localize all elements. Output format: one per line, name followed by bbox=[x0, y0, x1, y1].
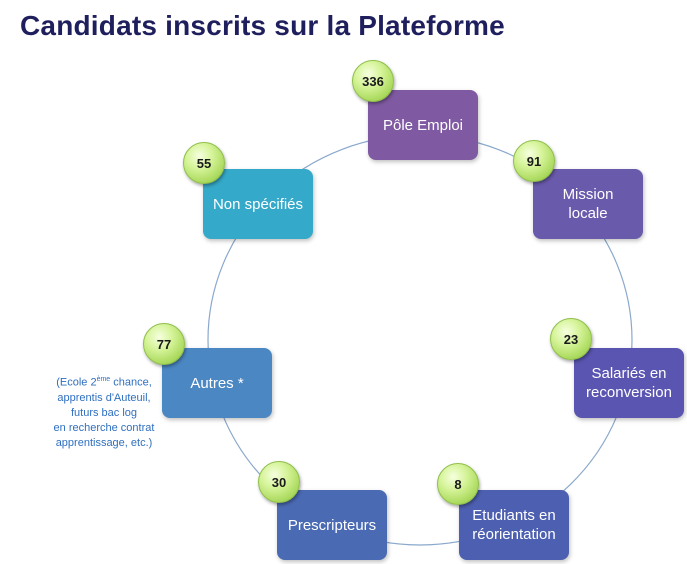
note-line3: futurs bac log bbox=[70, 406, 138, 419]
node-prescripteurs: Prescripteurs bbox=[277, 490, 387, 560]
node-etudiants-reorientation: Etudiants en réorientation bbox=[459, 490, 569, 560]
count-badge-non-specifies: 55 bbox=[183, 142, 225, 184]
note-line2: apprentis d'Auteuil, bbox=[57, 391, 151, 404]
node-label: Mission locale bbox=[562, 186, 614, 222]
autres-footnote: (Ecole 2ème chance, apprentis d'Auteuil,… bbox=[40, 372, 168, 451]
node-label: Non spécifiés bbox=[212, 195, 304, 213]
count-badge-mission-locale: 91 bbox=[513, 140, 555, 182]
node-label: Pôle Emploi bbox=[382, 116, 464, 134]
note-line5: apprentissage, etc.) bbox=[55, 436, 153, 449]
note-line1-post: chance, bbox=[110, 376, 152, 389]
node-pole-emploi: Pôle Emploi bbox=[368, 90, 478, 160]
node-label: Prescripteurs bbox=[287, 516, 377, 534]
page-title: Candidats inscrits sur la Plateforme bbox=[20, 10, 505, 41]
count-badge-salaries: 23 bbox=[550, 318, 592, 360]
node-label: Salariés en reconversion bbox=[586, 365, 672, 401]
node-label: Autres * bbox=[190, 374, 244, 392]
count-badge-pole-emploi: 336 bbox=[352, 60, 394, 102]
node-mission-locale: Mission locale bbox=[533, 169, 643, 239]
node-autres: Autres * bbox=[162, 348, 272, 418]
count-badge-autres: 77 bbox=[143, 323, 185, 365]
node-label: Etudiants en réorientation bbox=[472, 507, 556, 543]
note-line1-sup: ème bbox=[96, 376, 111, 383]
note-line4: en recherche contrat bbox=[53, 421, 155, 434]
node-non-specifies: Non spécifiés bbox=[203, 169, 313, 239]
count-badge-etudiants: 8 bbox=[437, 463, 479, 505]
node-salaries-reconversion: Salariés en reconversion bbox=[574, 348, 684, 418]
note-line1-pre: (Ecole 2 bbox=[56, 376, 97, 389]
count-badge-prescripteurs: 30 bbox=[258, 461, 300, 503]
